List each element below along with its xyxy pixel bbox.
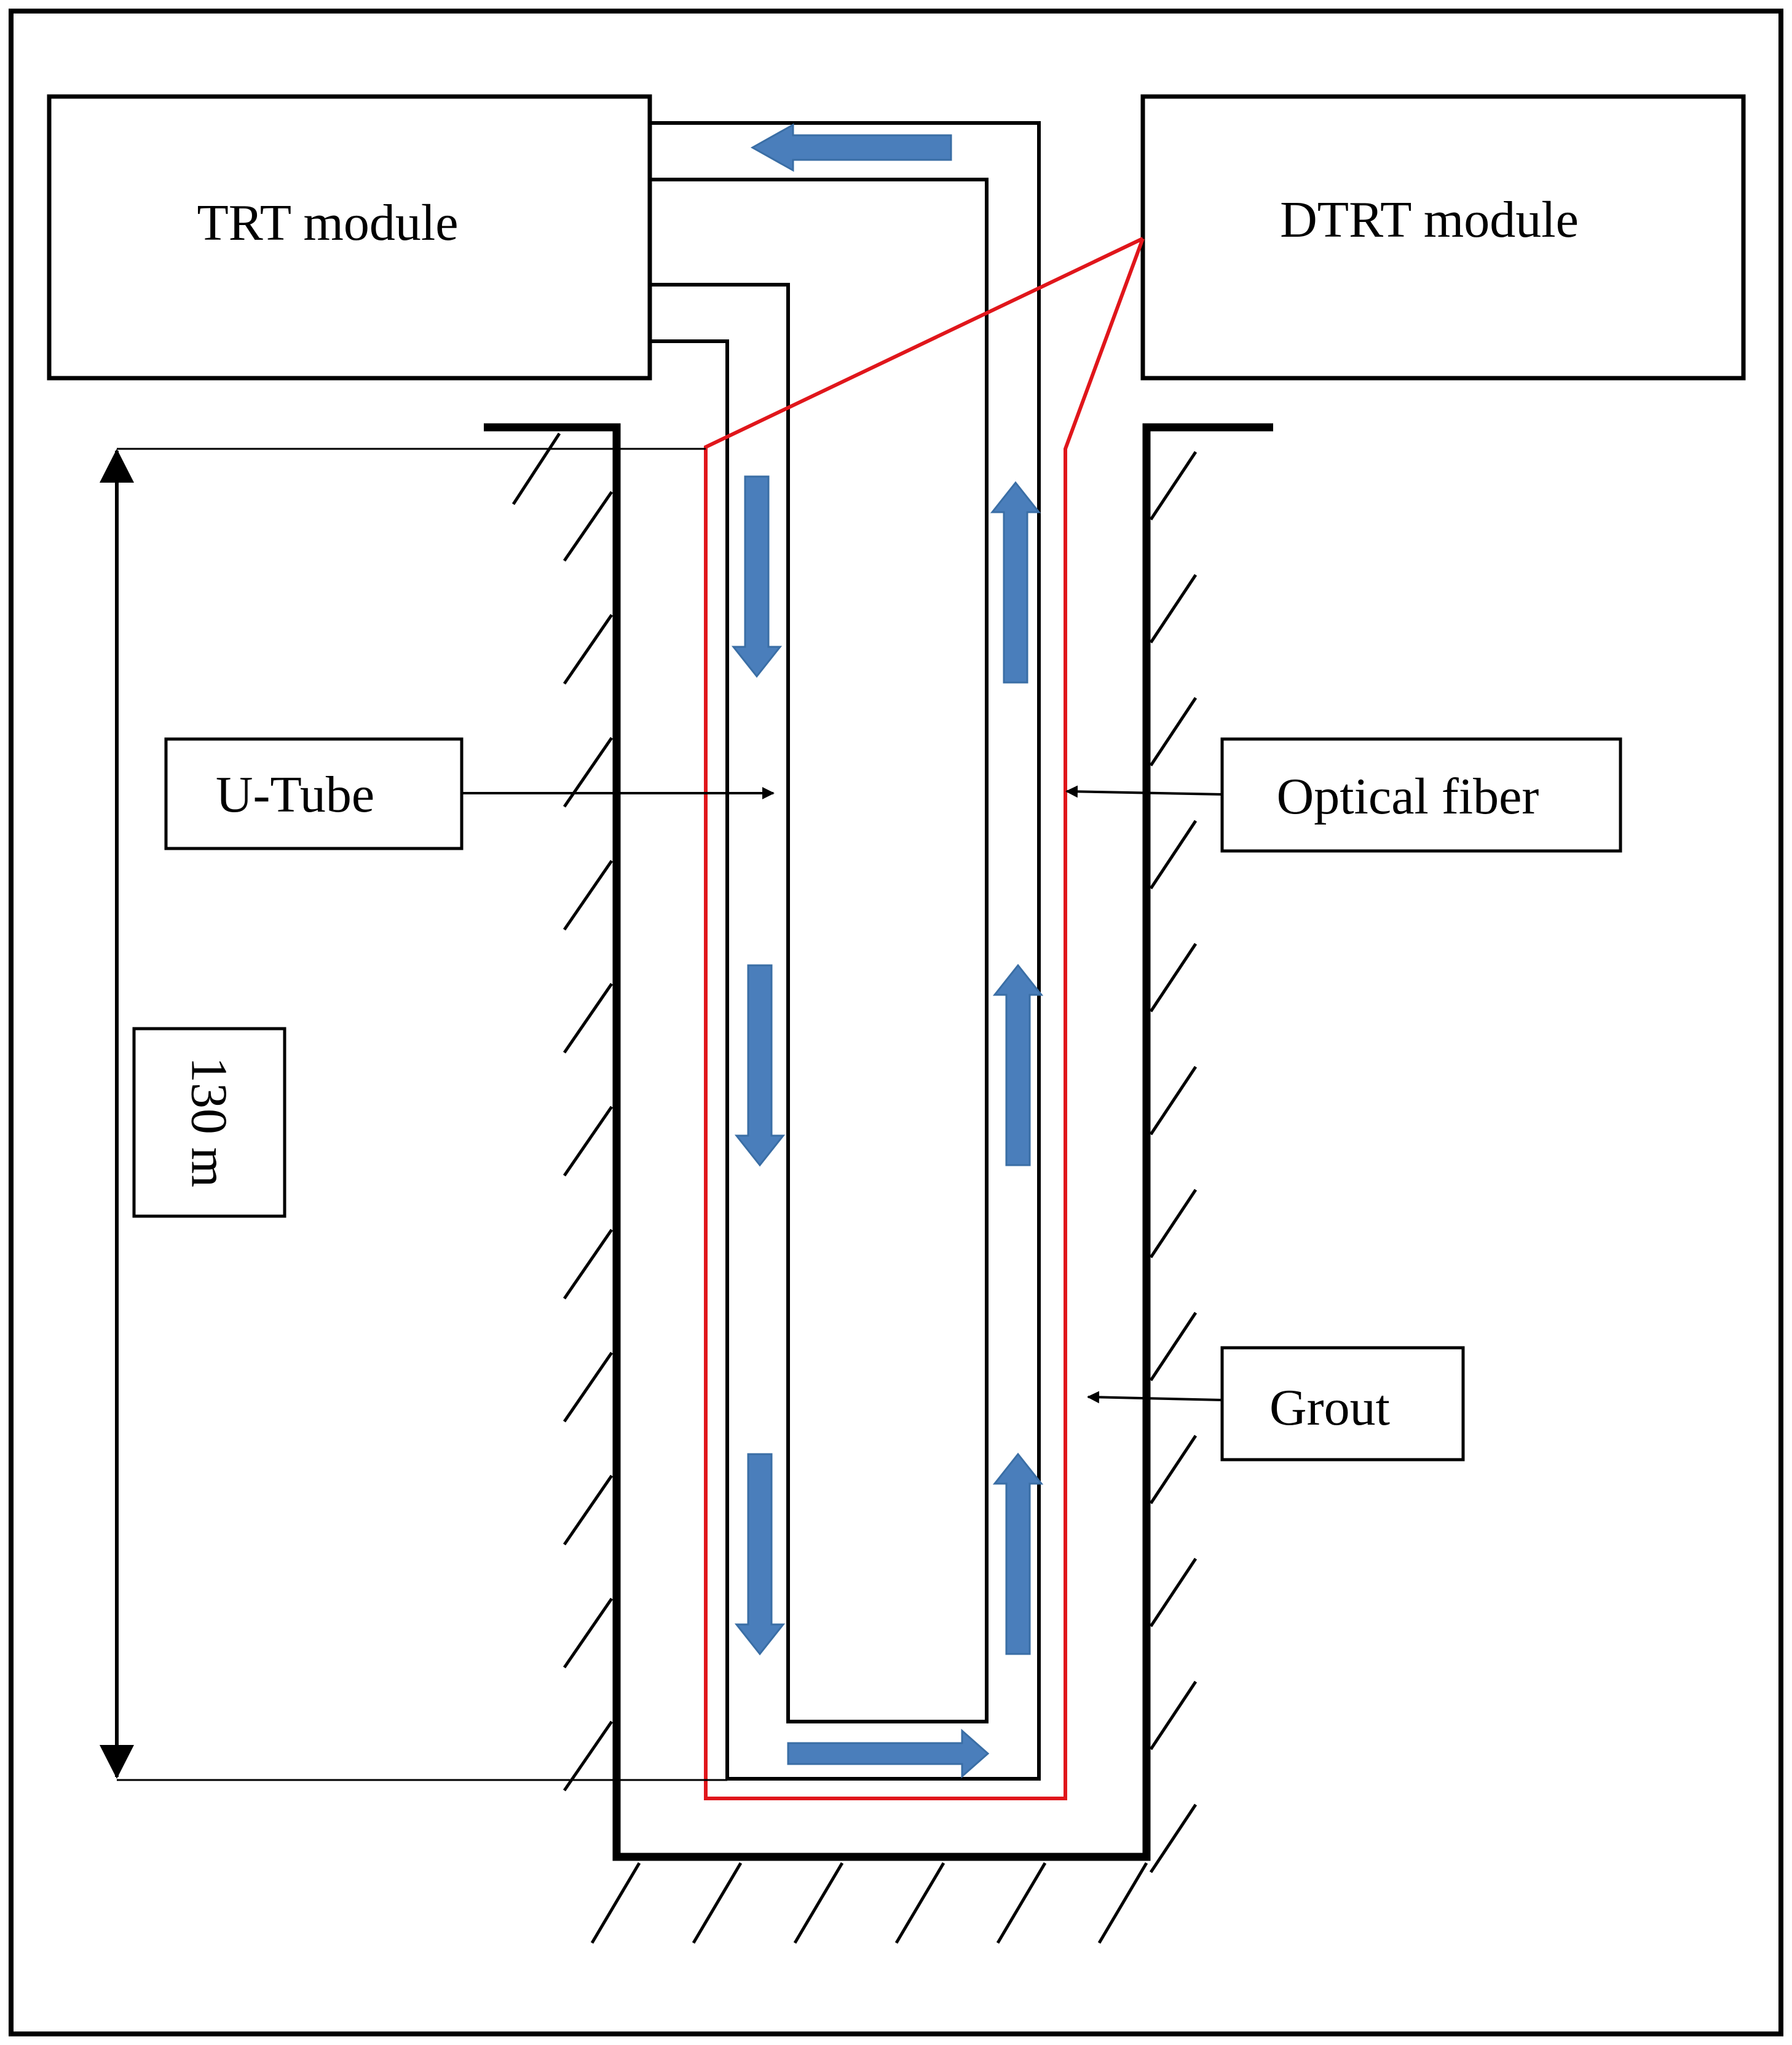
flow-direction-arrow-icon xyxy=(734,964,786,1167)
callout-arrow-icon xyxy=(1065,785,1223,798)
dimension-arrowhead-top xyxy=(100,449,134,483)
optical-fiber-callout: Optical fiber xyxy=(1065,737,1622,853)
optical-fiber-label: Optical fiber xyxy=(1277,768,1539,825)
u-tube-label: U-Tube xyxy=(216,766,374,823)
optical-fiber-line xyxy=(704,237,1145,1800)
ground-hatch-icon xyxy=(511,432,1198,1944)
u-tube-callout: U-Tube xyxy=(164,737,775,850)
trt-module: TRT module xyxy=(47,94,652,381)
depth-label: 130 m xyxy=(181,1057,238,1187)
dtrt-module: DTRT module xyxy=(1140,94,1746,381)
dimension-arrowhead-bottom xyxy=(100,1745,134,1779)
callout-arrow-icon xyxy=(1087,1391,1223,1404)
borehole-wall xyxy=(484,423,1273,1861)
flow-direction-arrow-icon xyxy=(787,1728,990,1779)
flow-direction-arrow-icon xyxy=(992,1452,1044,1655)
flow-arrows xyxy=(731,123,1044,1779)
flow-direction-arrow-icon xyxy=(990,481,1041,684)
trt-module-label: TRT module xyxy=(197,194,458,251)
dtrt-module-label: DTRT module xyxy=(1280,191,1579,248)
depth-dimension xyxy=(100,448,727,1781)
outer-frame xyxy=(9,9,1783,2036)
grout-label: Grout xyxy=(1269,1379,1390,1436)
flow-direction-arrow-icon xyxy=(750,123,952,172)
flow-direction-arrow-icon xyxy=(734,1453,786,1656)
flow-direction-arrow-icon xyxy=(731,475,783,678)
grout-callout: Grout xyxy=(1087,1346,1465,1462)
flow-direction-arrow-icon xyxy=(992,963,1044,1166)
u-tube-pipe xyxy=(650,121,1041,1781)
depth-label-box: 130 m xyxy=(132,1027,286,1218)
